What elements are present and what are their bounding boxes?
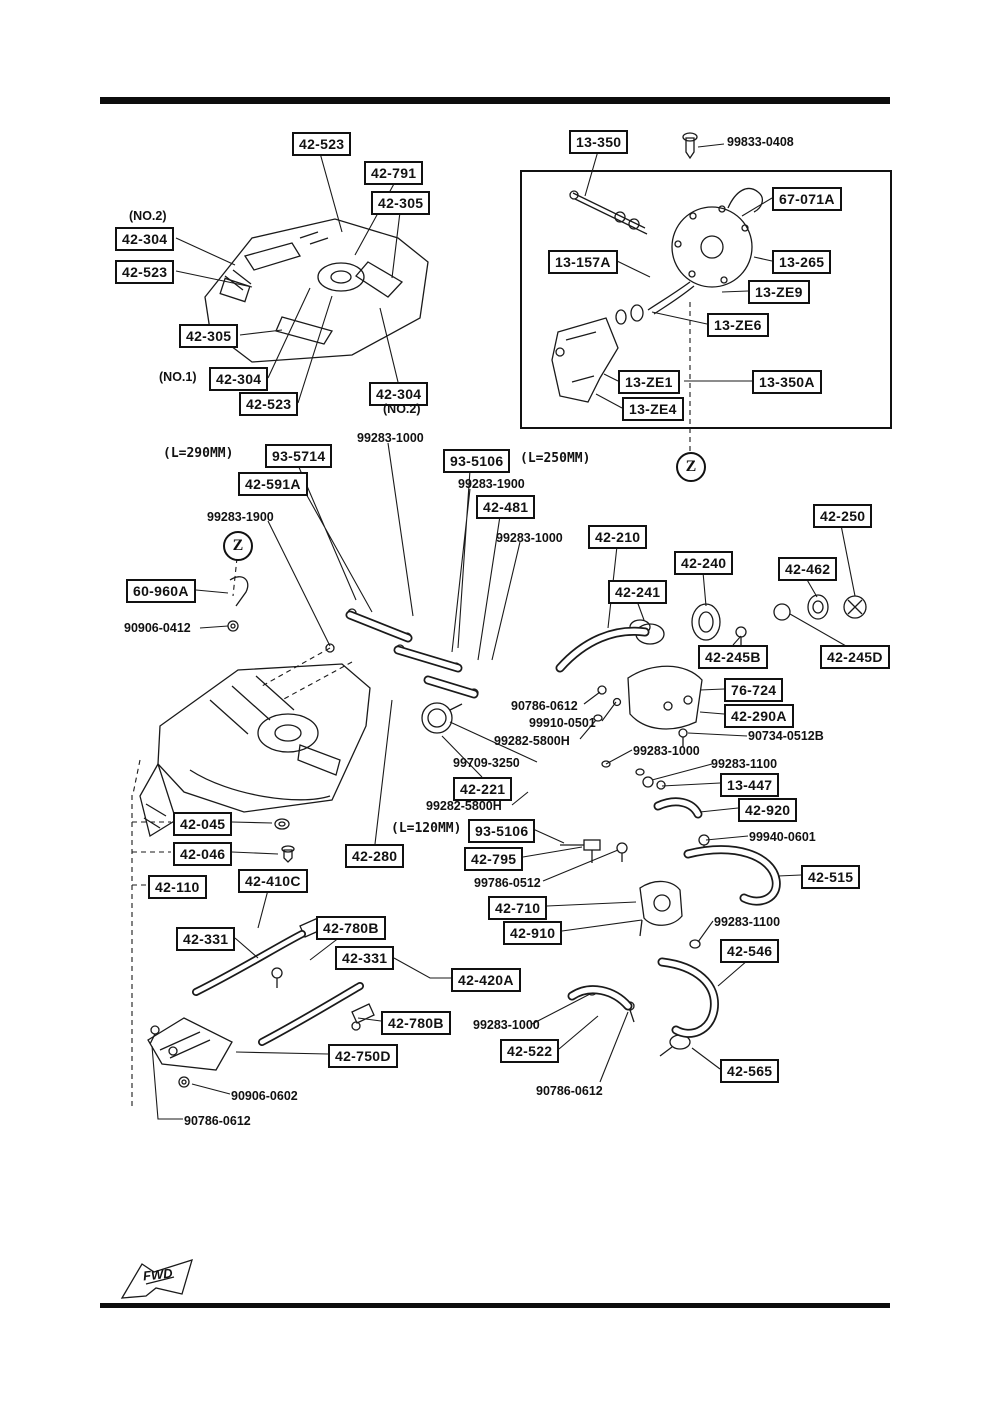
- part-label-42-791: 42-791: [364, 161, 424, 185]
- zone-marker-letter: Z: [232, 537, 244, 554]
- part-label-42-780B-a: 42-780B: [316, 916, 386, 940]
- part-label-42-591A: 42-591A: [238, 472, 308, 496]
- ref-label-90906-0602: 90906-0602: [231, 1089, 298, 1103]
- top-rule: [100, 97, 890, 104]
- part-label-42-245D: 42-245D: [820, 645, 890, 669]
- ref-label-99283-1000-d: 99283-1000: [473, 1018, 540, 1032]
- ref-label-length-120mm: (L=120MM): [391, 821, 462, 836]
- ref-label-no2-a: (NO.2): [129, 209, 167, 223]
- fwd-arrow-icon: [120, 1259, 193, 1299]
- ref-label-99283-1900-b: 99283-1900: [207, 510, 274, 524]
- part-label-42-304-b: 42-304: [209, 367, 269, 391]
- ref-label-99283-1000-b: 99283-1000: [496, 531, 563, 545]
- part-label-13-157A: 13-157A: [548, 250, 618, 274]
- part-label-42-546: 42-546: [720, 939, 780, 963]
- part-label-42-305-b: 42-305: [179, 324, 239, 348]
- part-label-42-305-a: 42-305: [371, 191, 431, 215]
- ref-label-length-250mm: (L=250MM): [520, 451, 591, 466]
- part-label-93-5106-b: 93-5106: [468, 819, 536, 843]
- ref-label-99910-0501: 99910-0501: [529, 716, 596, 730]
- part-label-42-523-b: 42-523: [115, 260, 175, 284]
- part-label-13-447: 13-447: [720, 773, 780, 797]
- part-label-42-245B: 42-245B: [698, 645, 768, 669]
- ref-label-90786-0612-b: 90786-0612: [536, 1084, 603, 1098]
- part-label-42-522: 42-522: [500, 1039, 560, 1063]
- ref-label-90906-0412: 90906-0412: [124, 621, 191, 635]
- part-label-42-565: 42-565: [720, 1059, 780, 1083]
- part-label-42-920: 42-920: [738, 798, 798, 822]
- part-label-42-331-b: 42-331: [335, 946, 395, 970]
- part-label-42-221: 42-221: [453, 777, 513, 801]
- part-label-13-ZE1: 13-ZE1: [618, 370, 680, 394]
- part-label-93-5714: 93-5714: [265, 444, 333, 468]
- zone-marker-z-tank: Z: [223, 531, 253, 561]
- part-label-42-331-a: 42-331: [176, 927, 236, 951]
- part-label-42-462: 42-462: [778, 557, 838, 581]
- fuel-tank-drawing: [139, 663, 371, 838]
- part-label-42-420A: 42-420A: [451, 968, 521, 992]
- fwd-arrow: FWD: [116, 1250, 202, 1302]
- ref-label-99283-1000-a: 99283-1000: [357, 431, 424, 445]
- bottom-rule: [100, 1303, 890, 1308]
- part-label-42-210: 42-210: [588, 525, 648, 549]
- ref-label-99283-1000-c: 99283-1000: [633, 744, 700, 758]
- part-label-76-724: 76-724: [724, 678, 784, 702]
- ref-label-99282-5800H-b: 99282-5800H: [426, 799, 502, 813]
- part-label-42-750D: 42-750D: [328, 1044, 398, 1068]
- zone-marker-letter: Z: [685, 458, 697, 475]
- part-label-13-265: 13-265: [772, 250, 832, 274]
- part-label-42-304-a: 42-304: [115, 227, 175, 251]
- part-label-42-250: 42-250: [813, 504, 873, 528]
- part-label-13-ZE6: 13-ZE6: [707, 313, 769, 337]
- part-label-42-523-c: 42-523: [239, 392, 299, 416]
- part-label-42-280: 42-280: [345, 844, 405, 868]
- ref-label-99940-0601: 99940-0601: [749, 830, 816, 844]
- part-label-60-960A: 60-960A: [126, 579, 196, 603]
- ref-label-99283-1100-a: 99283-1100: [711, 757, 778, 771]
- ref-label-no1: (NO.1): [159, 370, 197, 384]
- part-label-42-523-a: 42-523: [292, 132, 352, 156]
- part-label-42-780B-b: 42-780B: [381, 1011, 451, 1035]
- part-label-42-481: 42-481: [476, 495, 536, 519]
- part-label-42-046: 42-046: [173, 842, 233, 866]
- part-label-42-795: 42-795: [464, 847, 524, 871]
- part-label-93-5106-a: 93-5106: [443, 449, 511, 473]
- ref-label-90786-0612-c: 90786-0612: [184, 1114, 251, 1128]
- part-label-42-045: 42-045: [173, 812, 233, 836]
- ref-label-length-290mm: (L=290MM): [163, 446, 234, 461]
- ref-label-no2-b: (NO.2): [383, 402, 421, 416]
- ref-label-99282-5800H-a: 99282-5800H: [494, 734, 570, 748]
- part-label-42-710: 42-710: [488, 896, 548, 920]
- part-label-42-110: 42-110: [148, 875, 207, 899]
- part-label-13-ZE9: 13-ZE9: [748, 280, 810, 304]
- ref-label-99786-0512: 99786-0512: [474, 876, 541, 890]
- part-label-42-240: 42-240: [674, 551, 734, 575]
- part-label-42-410C: 42-410C: [238, 869, 308, 893]
- part-label-13-350: 13-350: [569, 130, 629, 154]
- part-label-13-ZE4: 13-ZE4: [622, 397, 684, 421]
- part-label-42-241: 42-241: [608, 580, 668, 604]
- ref-label-90786-0612-a: 90786-0612: [511, 699, 578, 713]
- ref-label-99283-1900-a: 99283-1900: [458, 477, 525, 491]
- part-label-13-350A: 13-350A: [752, 370, 822, 394]
- tank-top-view-drawing: [204, 218, 429, 363]
- ref-label-99833-0408: 99833-0408: [727, 135, 794, 149]
- zone-marker-z-pump: Z: [676, 452, 706, 482]
- part-label-42-290A: 42-290A: [724, 704, 794, 728]
- ref-label-90734-0512B: 90734-0512B: [748, 729, 824, 743]
- part-label-42-515: 42-515: [801, 865, 861, 889]
- part-label-67-071A: 67-071A: [772, 187, 842, 211]
- part-label-42-910: 42-910: [503, 921, 563, 945]
- ref-label-99283-1100-b: 99283-1100: [714, 915, 781, 929]
- ref-label-99709-3250: 99709-3250: [453, 756, 520, 770]
- fwd-arrow-label: FWD: [142, 1265, 174, 1284]
